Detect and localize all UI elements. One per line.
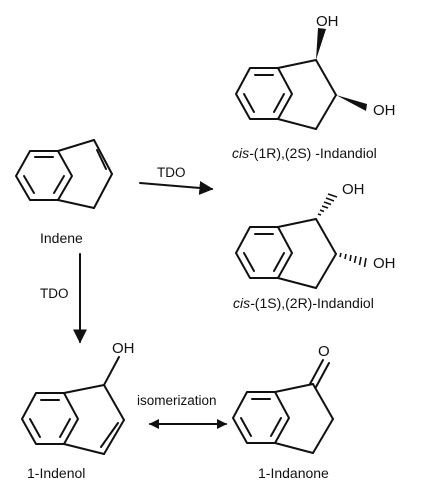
o-label: O [318, 343, 330, 360]
cis-1r2s-indandiol-structure [235, 28, 367, 130]
indene-structure [15, 139, 113, 209]
isomerization-label: isomerization [137, 393, 217, 408]
indanone-structure [232, 359, 334, 454]
tdo-right-arrow [139, 180, 214, 195]
oh-right-label: OH [373, 255, 396, 272]
oh-top-label: OH [342, 181, 365, 198]
oh-right-label: OH [373, 102, 396, 119]
cis-1s2r-indandiol-structure [235, 193, 367, 289]
oh-label: OH [112, 340, 135, 357]
tdo-right-label: TDO [157, 165, 186, 180]
cis-1s2r-indandiol-label: cis-(1S),(2R)-Indandiol [233, 295, 374, 311]
cis-1r2s-indandiol-label: cis-(1R),(2S) -Indandiol [232, 145, 377, 161]
indene-label: Indene [40, 230, 83, 246]
indenol-label: 1-Indenol [27, 465, 85, 481]
indanone-label: 1-Indanone [258, 465, 329, 481]
indenol-structure [21, 356, 125, 455]
tdo-down-label: TDO [40, 286, 69, 301]
oh-top-label: OH [316, 13, 339, 30]
